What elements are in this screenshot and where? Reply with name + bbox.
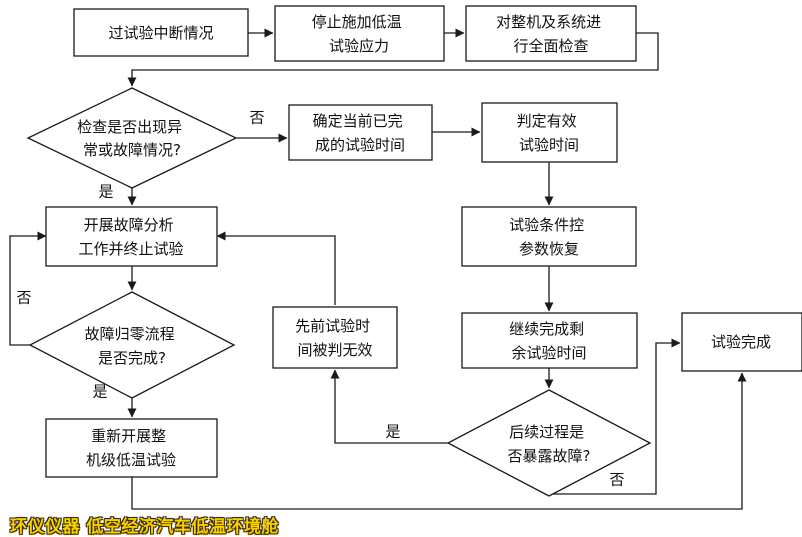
- label-no-check: 否: [249, 109, 264, 127]
- edge-invalid-to-fault: [216, 231, 336, 305]
- node-prior-invalid: 先前试验时 间被判无效: [272, 306, 398, 369]
- nodes: 过试验中断情况 停止施加低温 试验应力 对整机及系统进 行全面检查 检查是否出现…: [26, 5, 802, 497]
- node-restart: 重新开展整 机级低温试验: [45, 418, 218, 478]
- edges: [9, 28, 747, 510]
- node-interrupt: 过试验中断情况: [73, 8, 249, 57]
- node-check-abnormal-label: 检查是否出现异 常或故障情况?: [77, 118, 187, 159]
- node-test-complete: 试验完成: [681, 312, 802, 372]
- node-fault-analysis-label: 开展故障分析 工作并终止试验: [78, 216, 183, 258]
- node-stop-stress-label: 停止施加低温 试验应力: [312, 13, 407, 55]
- node-full-check-label: 对整机及系统进 行全面检查: [496, 13, 606, 55]
- node-confirm-time: 确定当前已完 成的试验时间: [288, 104, 433, 161]
- edge-check-to-abnormal: [127, 32, 659, 87]
- node-zero-process: 故障归零流程 是否完成?: [28, 291, 236, 399]
- node-continue-test: 继续完成剩 余试验时间: [461, 312, 638, 369]
- node-zero-process-label: 故障归零流程 是否完成?: [85, 325, 180, 367]
- node-full-check: 对整机及系统进 行全面检查: [465, 5, 637, 62]
- node-continue-test-label: 继续完成剩 余试验时间: [509, 320, 589, 362]
- watermark-text: 环仪仪器 低空经济汽车低温环境舱: [10, 517, 279, 537]
- node-check-abnormal: 检查是否出现异 常或故障情况?: [26, 87, 238, 189]
- node-restore-params-label: 试验条件控 参数恢复: [509, 216, 589, 258]
- label-yes-check: 是: [98, 183, 113, 201]
- node-stop-stress: 停止施加低温 试验应力: [274, 5, 445, 62]
- node-restore-params: 试验条件控 参数恢复: [461, 206, 637, 267]
- node-later-fault-label: 后续过程是 否暴露故障?: [508, 423, 591, 465]
- edge-zero-no: [9, 231, 47, 346]
- edge-restart-to-complete: [131, 372, 747, 510]
- label-no-zero: 否: [16, 289, 31, 307]
- label-yes-later: 是: [385, 423, 400, 441]
- node-confirm-time-label: 确定当前已完 成的试验时间: [313, 112, 408, 154]
- node-test-complete-label: 试验完成: [711, 333, 771, 351]
- label-yes-zero: 是: [92, 383, 107, 401]
- node-valid-time: 判定有效 试验时间: [481, 102, 618, 163]
- node-prior-invalid-label: 先前试验时 间被判无效: [295, 317, 375, 359]
- node-interrupt-label: 过试验中断情况: [108, 24, 213, 42]
- node-valid-time-label: 判定有效 试验时间: [517, 112, 582, 154]
- edge-later-no: [549, 338, 681, 495]
- node-restart-label: 重新开展整 机级低温试验: [86, 427, 176, 469]
- edge-labels: 否 是 否 是 是 否: [16, 109, 624, 489]
- edge-later-yes: [330, 369, 448, 444]
- label-no-later: 否: [609, 471, 624, 489]
- node-later-fault: 后续过程是 否暴露故障?: [446, 389, 652, 497]
- node-fault-analysis: 开展故障分析 工作并终止试验: [45, 206, 218, 267]
